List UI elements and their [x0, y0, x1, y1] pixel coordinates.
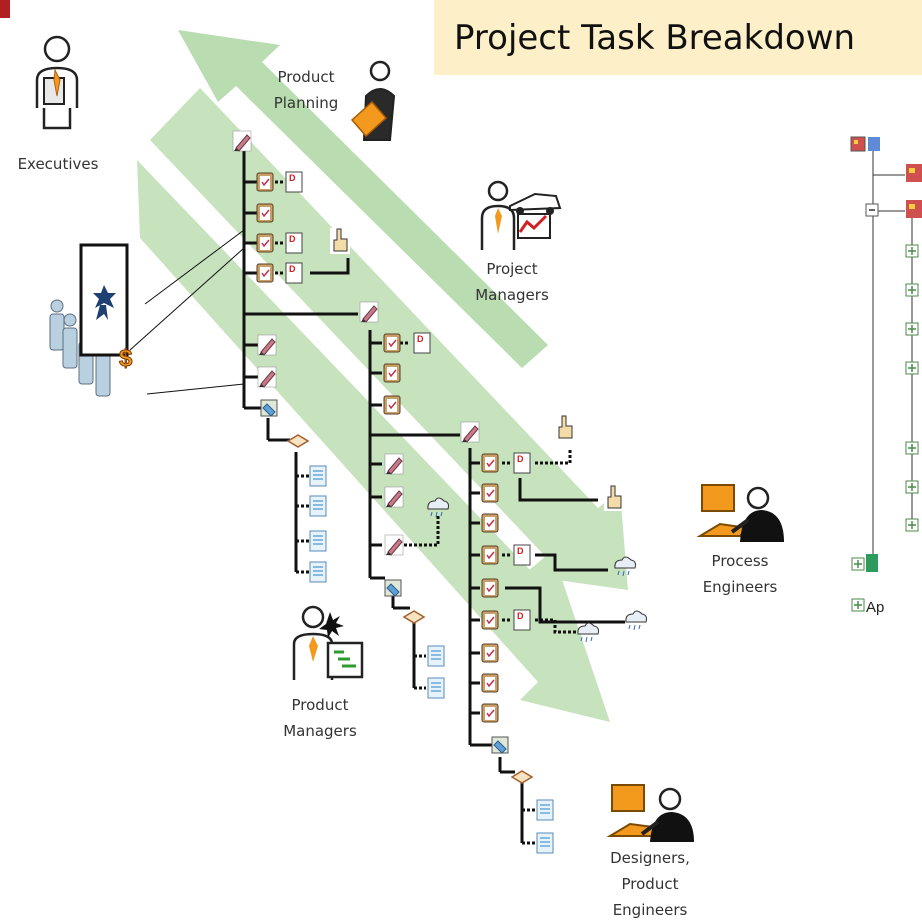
title-banner: Project Task Breakdown — [434, 0, 922, 75]
executive-icon — [35, 35, 79, 130]
page-title: Project Task Breakdown — [454, 18, 856, 58]
stakeholder-lines — [129, 229, 245, 395]
tree-1-connectors — [242, 150, 358, 574]
planning-arrow — [178, 30, 548, 368]
label-product-planning: Product Planning — [273, 68, 339, 112]
corner-marker — [0, 0, 10, 18]
label-designers: Designers, Product Engineers — [610, 849, 690, 919]
label-project-managers: Project Managers — [475, 260, 549, 304]
svg-text:$: $ — [119, 345, 133, 372]
stakeholders-group-icon: $ — [49, 243, 134, 397]
partial-tree-view: Ap — [850, 136, 922, 616]
partial-tree-label: Ap — [866, 599, 884, 616]
label-product-managers: Product Managers — [283, 696, 357, 740]
label-process-engineers: Process Engineers — [702, 552, 778, 596]
tree-3-connectors — [468, 448, 625, 845]
process-engineer-icon — [696, 484, 784, 542]
product-planning-icon — [350, 60, 396, 141]
flow-arrow-2 — [137, 160, 610, 722]
label-executives: Executives — [17, 155, 99, 173]
product-manager-icon — [292, 605, 364, 680]
designer-icon — [606, 784, 694, 842]
project-manager-icon — [480, 180, 562, 250]
tree-2-connectors — [368, 330, 460, 690]
